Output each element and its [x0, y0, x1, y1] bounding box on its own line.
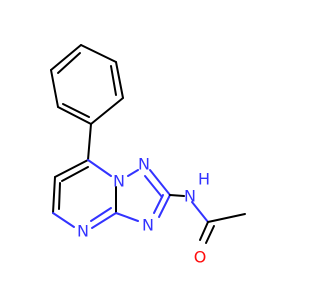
bond [58, 182, 61, 210]
atom-label-n-amide: N [184, 187, 196, 206]
bond [110, 65, 117, 96]
bond [57, 106, 92, 125]
bond [144, 175, 163, 198]
bond [158, 194, 171, 218]
bond [90, 207, 112, 222]
bond [62, 103, 90, 118]
bond [91, 212, 117, 229]
bond [50, 44, 82, 71]
bond [52, 176, 56, 214]
bond [54, 159, 89, 178]
phenyl-ring [50, 44, 124, 125]
atom-label-n-pyrimidine: N [77, 222, 89, 241]
bond [207, 213, 246, 223]
bond [169, 194, 185, 197]
atom-label-n-triazole-bottom: N [142, 216, 154, 235]
atom-label-nh-hydrogen: H [198, 170, 210, 189]
bond [52, 212, 75, 228]
acetamide-group [169, 194, 246, 244]
bond [90, 97, 124, 125]
bond [87, 159, 112, 177]
bond [115, 61, 124, 99]
bond [199, 221, 209, 241]
bond [153, 194, 164, 214]
structure-diagram: N N N N H N O [50, 44, 246, 267]
bond [191, 201, 209, 223]
atom-labels: N N N N H N O [77, 155, 210, 267]
bond [115, 212, 139, 222]
bond [57, 52, 81, 74]
pyrimidine-ring [52, 159, 117, 229]
atom-label-n-bridge: N [113, 172, 125, 191]
bond [61, 166, 89, 182]
atom-label-o-carbonyl: O [194, 248, 207, 267]
bond [127, 169, 139, 177]
bond [205, 225, 215, 244]
bond [149, 169, 171, 196]
bond [80, 44, 117, 63]
atom-label-n-triazole-top: N [138, 155, 150, 174]
triazole-ring [115, 169, 171, 222]
bond [50, 69, 59, 108]
bond [87, 123, 92, 161]
